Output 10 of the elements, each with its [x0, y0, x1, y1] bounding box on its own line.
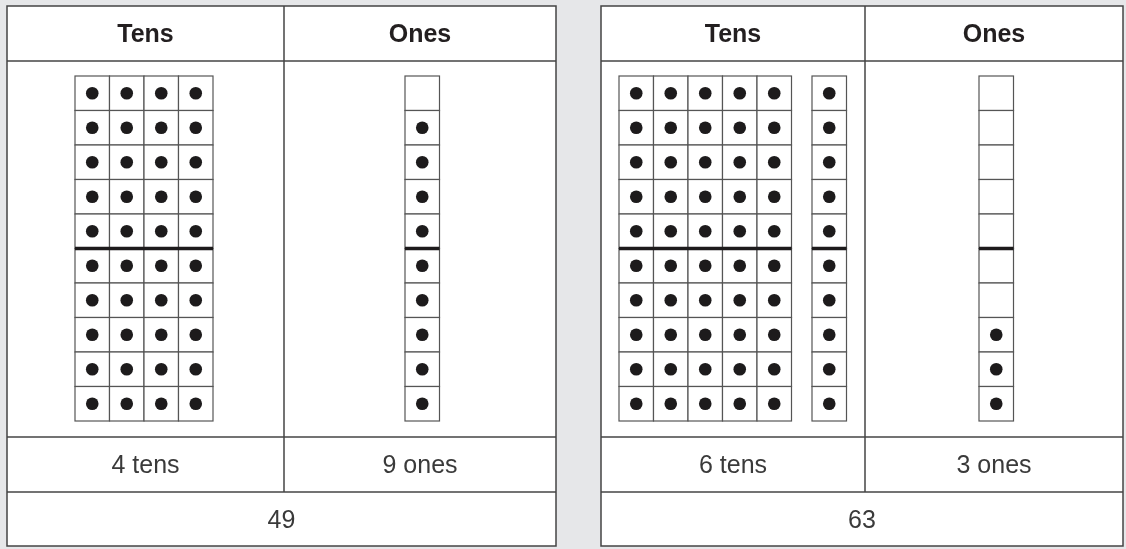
place-value-text: 3 ones [955, 449, 1033, 480]
column-header: Ones [387, 18, 453, 49]
total-number: 49 [266, 503, 297, 535]
place-value-text: 9 ones [381, 449, 459, 480]
place-value-text: 6 tens [697, 449, 769, 480]
column-header: Ones [961, 18, 1027, 49]
place-value-text: 4 tens [110, 449, 181, 480]
column-header: Tens [116, 18, 175, 49]
column-header: Tens [703, 18, 763, 49]
total-number: 63 [847, 503, 877, 535]
